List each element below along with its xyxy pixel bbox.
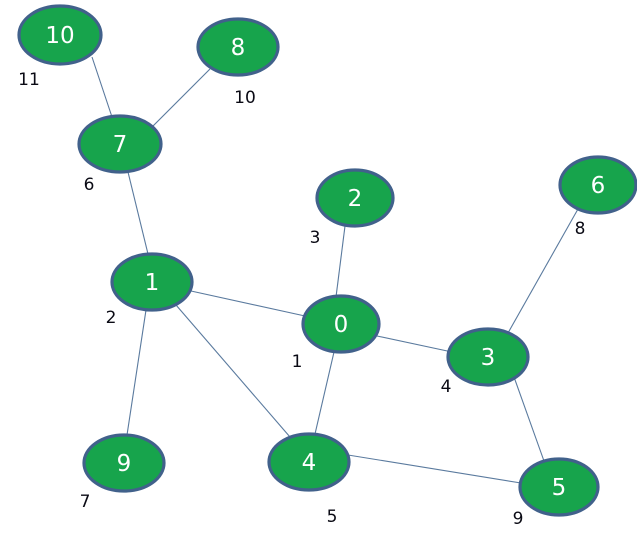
- graph-node-label-6: 6: [591, 173, 606, 199]
- graph-node-circle-1[interactable]: [110, 252, 194, 312]
- graph-node-label-7: 7: [113, 132, 128, 158]
- graph-edge-8-7: [149, 68, 211, 130]
- graph-node-label-4: 4: [302, 450, 317, 476]
- graph-edge-0-3: [376, 335, 453, 353]
- graph-node-circle-9[interactable]: [82, 433, 166, 493]
- graph-node-label-0: 0: [334, 312, 349, 338]
- graph-node-label-8: 8: [231, 35, 246, 61]
- graph-edge-3-5: [513, 376, 545, 462]
- graph-node-circle-6[interactable]: [558, 155, 637, 215]
- graph-node-caption-3: 4: [441, 377, 452, 397]
- graph-edge-0-4: [314, 351, 335, 435]
- graph-edge-1-9: [126, 309, 147, 436]
- graph-node-label-5: 5: [552, 475, 567, 501]
- graph-node-3[interactable]: 34: [441, 327, 530, 397]
- graph-node-0[interactable]: 01: [292, 294, 381, 372]
- graph-node-caption-1: 2: [106, 308, 117, 328]
- graph-node-caption-6: 8: [575, 219, 586, 239]
- graph-edge-1-0: [190, 290, 306, 317]
- graph-node-label-3: 3: [481, 345, 496, 371]
- graph-node-label-1: 1: [145, 270, 160, 296]
- graph-node-7[interactable]: 76: [77, 114, 163, 195]
- graph-node-1[interactable]: 12: [106, 252, 194, 328]
- graph-node-label-10: 10: [45, 23, 74, 49]
- graph-node-caption-4: 5: [327, 507, 338, 527]
- graph-edge-1-4: [175, 304, 291, 438]
- graph-node-circle-3[interactable]: [446, 327, 530, 387]
- graph-node-8[interactable]: 8 10: [196, 17, 280, 108]
- graph-node-circle-2[interactable]: [315, 168, 395, 228]
- graph-node-circle-7[interactable]: [77, 114, 163, 174]
- graph-edge-4-5: [347, 454, 522, 484]
- graph-node-circle-4[interactable]: [267, 432, 351, 492]
- graph-node-caption-8: 10: [234, 88, 256, 108]
- graph-edge-10-7: [91, 56, 113, 118]
- graph-node-caption-7: 6: [84, 175, 95, 195]
- graph-node-caption-2: 3: [310, 228, 321, 248]
- graph-node-4[interactable]: 45: [267, 432, 351, 527]
- graph-edge-2-0: [335, 225, 346, 298]
- graph-node-6[interactable]: 68: [558, 155, 637, 239]
- graph-node-circle-10[interactable]: [17, 4, 103, 66]
- graph-node-caption-9: 7: [80, 492, 91, 512]
- graph-node-5[interactable]: 59: [513, 457, 600, 529]
- graph-node-circle-0[interactable]: [301, 294, 381, 354]
- graph-node-label-2: 2: [348, 186, 363, 212]
- graph-node-2[interactable]: 23: [310, 168, 395, 248]
- graph-node-caption-5: 9: [513, 509, 524, 529]
- graph-node-caption-10: 11: [18, 70, 40, 90]
- graph-node-circle-8[interactable]: [196, 17, 280, 77]
- graph-node-10[interactable]: 10 11: [17, 4, 103, 90]
- edge-layer: [91, 56, 579, 484]
- graph-edge-7-1: [127, 171, 149, 255]
- graph-node-label-9: 9: [117, 451, 132, 477]
- graph-edge-3-6: [507, 208, 579, 334]
- graph-node-circle-5[interactable]: [518, 457, 600, 517]
- graph-node-9[interactable]: 97: [80, 433, 166, 512]
- graph-node-caption-0: 1: [292, 352, 303, 372]
